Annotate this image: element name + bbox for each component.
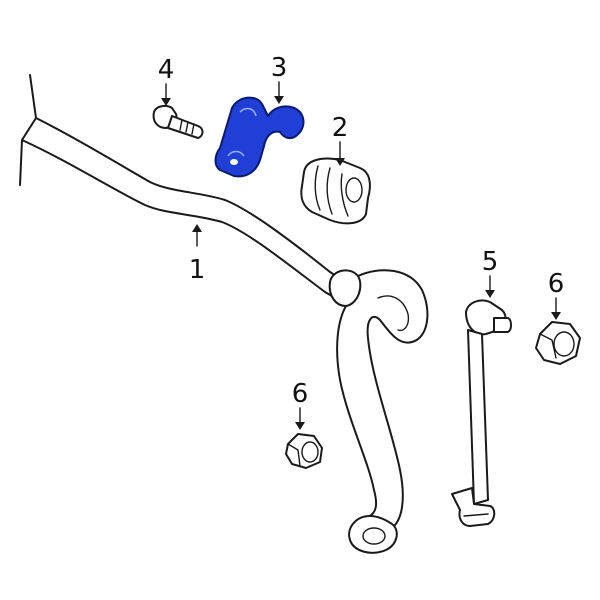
callout-6-left: 6: [292, 379, 309, 409]
bushing-groove-2: [326, 167, 333, 215]
bushing-body: [300, 157, 371, 225]
callout-labels: 1 2 3 4 5 6 6: [158, 53, 565, 409]
bar-end-eye: [348, 515, 398, 554]
nut-right: [535, 321, 581, 365]
bar-loop-tab: [377, 295, 410, 332]
arrowhead-3: [274, 96, 284, 104]
link-shaft: [467, 329, 489, 505]
callout-4: 4: [158, 55, 175, 85]
bolt: [152, 104, 204, 139]
bar-outer-loop: [357, 269, 429, 529]
bar-lower-edge: [21, 139, 345, 300]
arrowhead-6b: [295, 422, 305, 430]
link-top-stud: [493, 317, 512, 333]
nut-right-body: [535, 321, 581, 365]
nut-left-hole: [301, 441, 319, 463]
bracket-hole: [230, 159, 238, 165]
bracket-body: [214, 96, 305, 178]
bushing: [300, 157, 371, 225]
nut-left: [285, 433, 323, 469]
callout-2: 2: [332, 113, 349, 143]
bolt-threads: [179, 119, 195, 135]
arrowhead-5: [485, 290, 495, 298]
leader-lines: [161, 81, 561, 430]
bar-end-hole: [362, 527, 386, 545]
nut-left-body: [285, 433, 323, 469]
nut-left-facet: [287, 443, 301, 467]
stabilizer-bar: [19, 74, 429, 554]
bracket-highlight-1: [239, 107, 257, 117]
bushing-groove-3: [340, 173, 349, 217]
arrowhead-1: [192, 224, 202, 232]
bushing-groove-1: [314, 165, 321, 211]
arrowhead-4: [161, 98, 171, 106]
link-bottom-joint: [451, 487, 496, 527]
callout-5: 5: [482, 247, 499, 277]
bar-break-line: [19, 74, 37, 186]
link-bottom-line: [463, 513, 489, 517]
callout-3: 3: [271, 53, 288, 83]
stabilizer-link: [451, 299, 512, 527]
bar-inner-loop: [336, 305, 378, 517]
nut-right-facet: [539, 333, 557, 359]
callout-6-right: 6: [548, 269, 565, 299]
callout-1: 1: [189, 255, 206, 285]
arrowhead-2: [335, 158, 345, 166]
bushing-hole: [345, 177, 363, 203]
bracket: [214, 96, 305, 178]
arrowhead-6a: [551, 312, 561, 320]
bolt-shank: [167, 115, 204, 139]
nut-right-hole: [553, 331, 575, 357]
bracket-highlight-2: [227, 150, 245, 157]
bar-collar: [328, 269, 362, 307]
